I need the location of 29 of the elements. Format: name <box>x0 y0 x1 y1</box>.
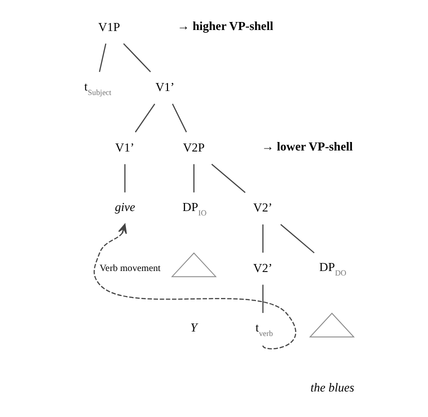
node-text: V2P <box>182 140 205 154</box>
label: → lower VP-shell <box>262 140 353 154</box>
node-text: DP$_{DO}$ <box>319 260 346 278</box>
node-text: DP$_{IO}$ <box>182 200 207 218</box>
edge-label: Verb movement <box>100 263 161 274</box>
connector <box>98 44 106 72</box>
connector <box>123 43 151 72</box>
node-text: V1P <box>98 20 120 34</box>
node-triangle <box>171 252 217 278</box>
arrow <box>94 224 296 350</box>
connector <box>262 284 264 313</box>
node-text: V1’ <box>115 140 134 154</box>
node-label: the blues <box>310 380 354 395</box>
connector <box>193 164 194 192</box>
node-text: V2’ <box>253 261 272 276</box>
node-text: V1’ <box>155 80 174 94</box>
connector <box>211 164 246 194</box>
connector <box>172 104 187 132</box>
connector <box>124 164 126 192</box>
label: → higher VP-shell <box>177 19 274 34</box>
node-text: give <box>114 200 136 214</box>
connector <box>262 224 264 253</box>
node-text: t$_{Subject}$ <box>84 79 112 97</box>
node-label: Y <box>190 320 198 334</box>
connector <box>134 104 156 132</box>
node-triangle <box>309 312 355 338</box>
node-text: V2’ <box>253 200 272 215</box>
connector <box>280 224 315 254</box>
node-text: t$_{verb}$ <box>255 320 273 338</box>
